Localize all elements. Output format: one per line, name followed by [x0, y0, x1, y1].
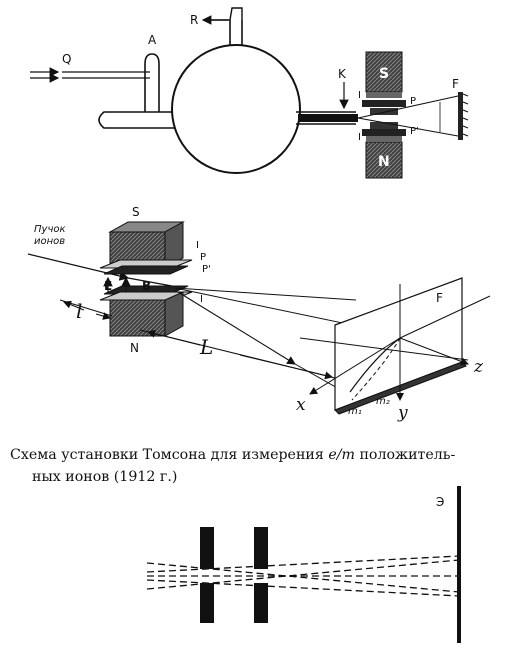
label-n: N	[378, 154, 390, 170]
coordinate-axes	[299, 284, 491, 401]
label-l-big: L	[199, 335, 213, 359]
label-n2: N	[130, 341, 139, 355]
label-s2: S	[132, 205, 140, 219]
label-i-top: I	[358, 90, 361, 101]
diaphragm-2-bottom	[254, 583, 268, 623]
screen-f	[458, 92, 469, 140]
label-i2-bottom: I	[200, 294, 203, 305]
label-l-small: l	[76, 299, 82, 323]
label-m2: m₂	[376, 396, 390, 407]
label-f: F	[452, 77, 459, 91]
label-p: P	[410, 96, 416, 107]
beam-label-1: Пучок	[34, 224, 66, 235]
magnet-pole-n	[109, 291, 184, 337]
figure-3-diaphragms: Э	[146, 486, 461, 643]
caption-em: e/m	[328, 447, 355, 463]
label-e: E	[104, 279, 112, 293]
magnet-1	[362, 51, 406, 179]
label-a: A	[148, 33, 157, 47]
label-screen-e: Э	[436, 495, 444, 509]
label-p-prime: P'	[410, 126, 419, 137]
diaphragm-1-top	[200, 527, 214, 569]
label-i2-top: I	[196, 240, 199, 251]
label-i-bottom: I	[358, 132, 361, 143]
plates	[99, 259, 193, 301]
caption-part1: Схема установки Томсона для измерения	[10, 447, 329, 463]
dashed-rays	[146, 555, 460, 597]
label-y: y	[397, 403, 408, 423]
label-f2: F	[436, 291, 443, 305]
discharge-flask	[171, 44, 301, 174]
label-k: K	[338, 67, 347, 81]
pump-tube	[201, 7, 243, 46]
diaphragm-1-bottom	[200, 583, 214, 623]
label-m1: m₁	[348, 406, 362, 417]
figure-caption: Схема установки Томсона для измерения e/…	[10, 444, 515, 488]
beam-label-2: ионов	[34, 236, 65, 247]
label-x: x	[296, 395, 306, 415]
caption-line2: ных ионов (1912 г.)	[32, 469, 178, 485]
cathode-tube	[296, 82, 358, 125]
label-p2: P	[200, 252, 206, 263]
label-s: S	[379, 66, 389, 82]
diaphragm-2-top	[254, 527, 268, 569]
label-p2-prime: P'	[202, 264, 211, 275]
label-z: z	[473, 357, 484, 377]
inlet-tube	[30, 67, 150, 83]
figure-2-perspective: S N Пучок ионов I P P' I E B l L F x y z…	[27, 205, 491, 423]
label-b: B	[142, 279, 151, 293]
dimension-arrows	[59, 299, 336, 380]
caption-part2: положитель-	[354, 447, 456, 463]
anode-bulb	[144, 53, 160, 112]
figure-1-apparatus: Q A R K S N I I P P' F	[30, 7, 469, 179]
label-r: R	[190, 13, 198, 27]
side-arm	[98, 111, 185, 129]
label-q: Q	[62, 52, 71, 66]
beam-cone	[357, 95, 459, 137]
